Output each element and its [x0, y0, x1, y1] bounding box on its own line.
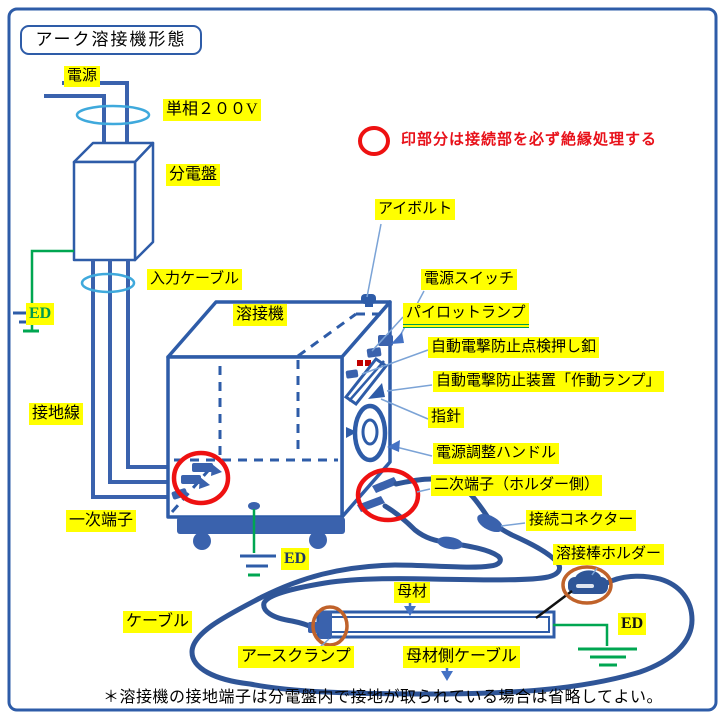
legend-circle [358, 126, 390, 156]
clamp-cable [261, 476, 563, 631]
dial-tick [346, 427, 357, 438]
label-power-adjust-handle: 電源調整ハンドル [433, 443, 560, 464]
adjust-dial [352, 403, 388, 463]
base-metal-bar [316, 610, 556, 639]
footnote: ＊溶接機の接地端子は分電盤内で接地が取られている場合は省略してよい。 [103, 689, 664, 706]
label-welder: 溶接機 [233, 304, 288, 326]
down-arrows [404, 601, 453, 681]
leader-arrowheads [387, 332, 404, 452]
label-voltage: 単相２００V [163, 99, 261, 121]
label-shock-check-button: 自動電撃防止点検押し釦 [428, 337, 600, 358]
label-ground-wire: 接地線 [29, 403, 84, 425]
label-cable: ケーブル [123, 611, 193, 633]
machine-base [177, 517, 345, 550]
label-pilot-lamp: パイロットランプ [403, 303, 529, 328]
label-distribution-board: 分電盤 [166, 164, 221, 186]
welding-cables [189, 476, 695, 697]
distribution-board [72, 141, 155, 262]
label-ed-center: ED [281, 548, 310, 570]
label-secondary-terminal: 二次端子（ホルダー側） [431, 475, 603, 496]
pointer-needle [368, 383, 385, 399]
cable-connector-2 [437, 536, 463, 550]
label-pointer: 指針 [428, 407, 465, 428]
pilot-lamp-red2 [365, 360, 371, 366]
clamp-insulation-circle [311, 605, 349, 647]
label-electrode-holder: 溶接棒ホルダー [553, 544, 665, 565]
label-earth-clamp: アースクランプ [238, 646, 354, 668]
page-title: アーク溶接機形態 [20, 25, 202, 55]
label-base-metal: 母材 [394, 582, 431, 603]
label-input-cable: 入力ケーブル [147, 269, 243, 290]
check-button-part [345, 369, 359, 379]
base-metal-ground [553, 623, 637, 667]
label-base-metal-cable: 母材側ケーブル [403, 646, 521, 668]
label-ed-left: ED [26, 303, 55, 325]
cable-connector-1 [477, 513, 503, 533]
label-connector: 接続コネクター [526, 510, 637, 531]
legend-text: 印部分は接続部を必ず絶縁処理する [401, 132, 658, 148]
input-cable-ring [80, 272, 136, 294]
holder-insulation-circle [561, 565, 613, 605]
secondary-terminal-circle [355, 467, 421, 523]
machine-ground [240, 502, 276, 577]
leader-lines [319, 223, 598, 648]
primary-terminal-circle [171, 450, 231, 506]
front-panel [343, 335, 393, 463]
label-primary-terminal: 一次端子 [66, 510, 137, 532]
pilot-lamp-red [357, 360, 363, 366]
label-shock-prevention-lamp: 自動電撃防止装置「作動ランプ」 [433, 371, 664, 392]
holder-cable [189, 503, 695, 697]
eye-bolt [361, 294, 376, 307]
adjust-dial-inner [361, 418, 379, 446]
label-power: 電源 [64, 66, 101, 87]
pilot-lamp-housing [366, 347, 382, 358]
label-ed-right: ED [618, 613, 647, 635]
label-eye-bolt: アイボルト [375, 199, 456, 220]
power-switch-part [378, 335, 393, 346]
insulation-marks [171, 126, 421, 523]
label-power-switch: 電源スイッチ [421, 269, 518, 290]
voltage-ring [75, 104, 151, 126]
